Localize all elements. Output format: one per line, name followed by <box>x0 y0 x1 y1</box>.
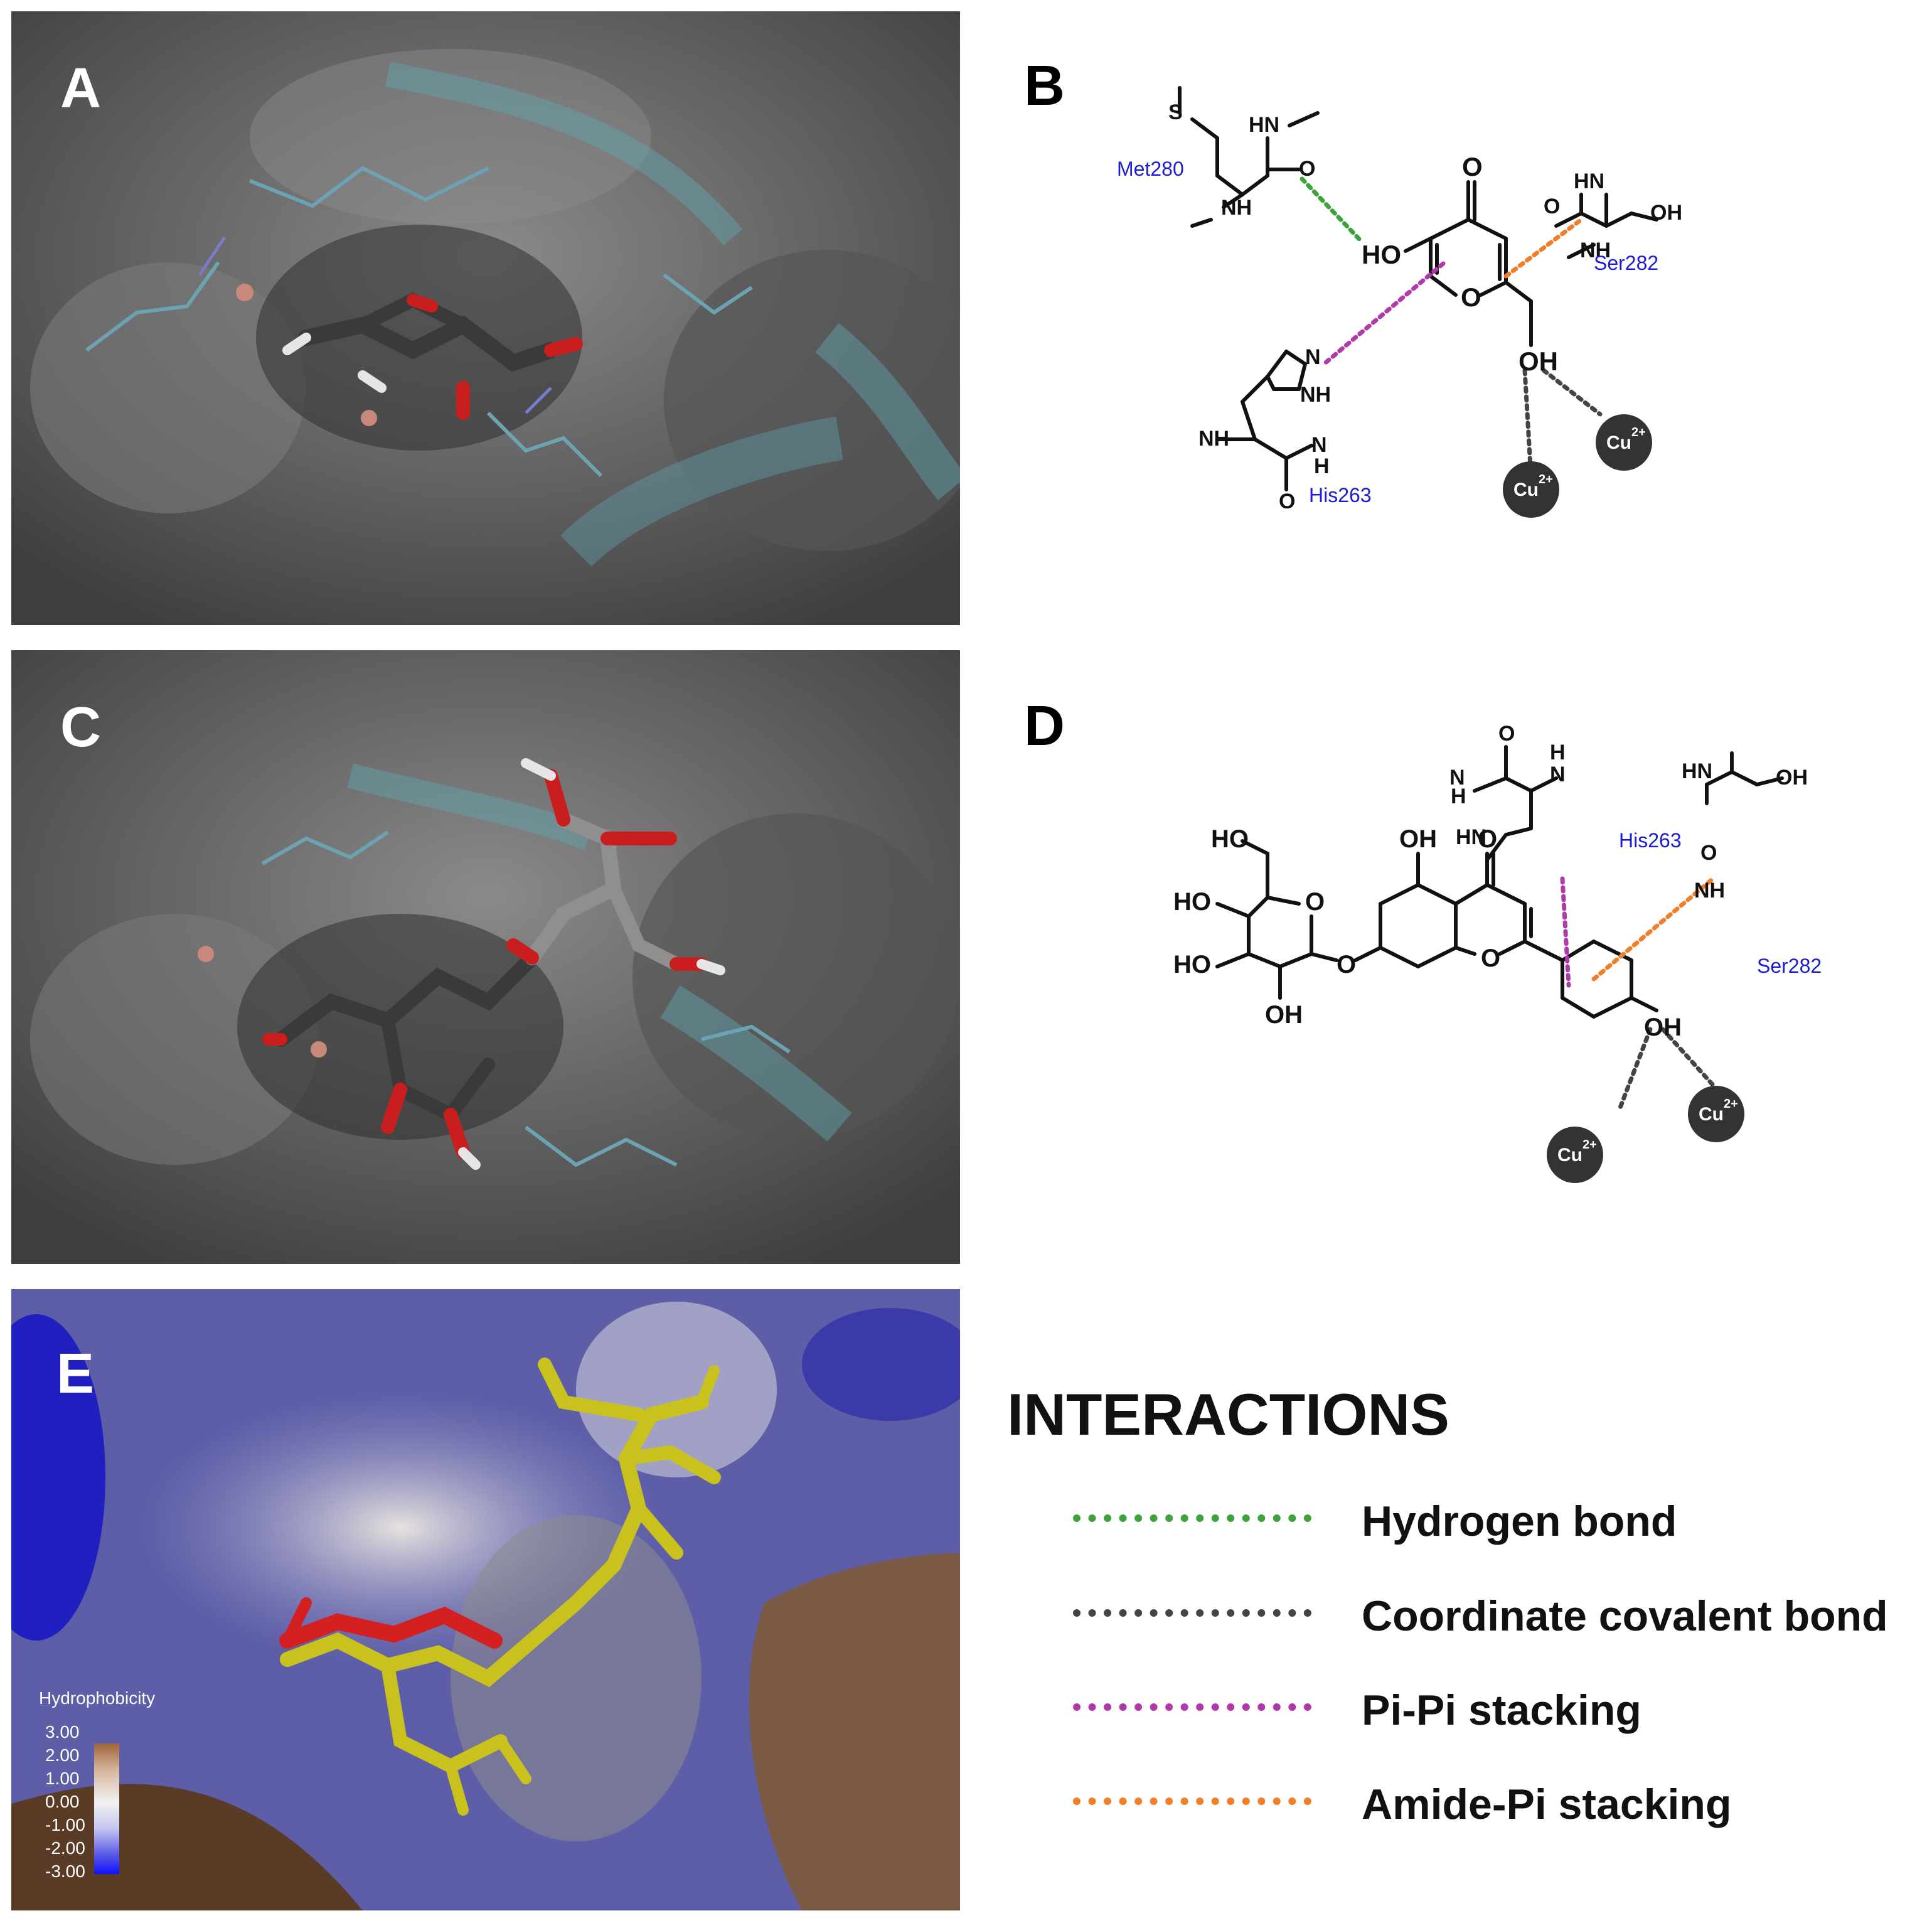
atom-label: NH <box>1694 879 1725 903</box>
atom-label: OH <box>1265 1001 1303 1029</box>
panel-label-e: E <box>56 1342 95 1405</box>
residue-label-ser282: Ser282 <box>1594 252 1658 274</box>
svg-text:2+: 2+ <box>1724 1097 1738 1111</box>
atom-label: HO <box>1173 888 1211 916</box>
cu-ion: Cu 2+ <box>1688 1086 1744 1142</box>
atom-label: NH <box>1221 196 1252 220</box>
svg-text:2+: 2+ <box>1539 473 1553 486</box>
atom-label: OH <box>1776 766 1808 790</box>
atom-label: HN <box>1682 759 1712 783</box>
cu-ion: Cu 2+ <box>1547 1127 1603 1183</box>
legend-label: Pi-Pi stacking <box>1362 1686 1641 1734</box>
svg-text:Cu: Cu <box>1606 432 1631 453</box>
interaction-scheme-b: S HN O NH HO O O OH HN OH O NH N NH NH O… <box>1067 50 1694 540</box>
panel-e-render: E <box>11 1289 960 1910</box>
cu-ion: Cu 2+ <box>1596 414 1652 471</box>
legend-label: Coordinate covalent bond <box>1362 1592 1888 1640</box>
atom-label: N <box>1550 763 1566 786</box>
atom-label: N <box>1449 766 1465 790</box>
svg-text:Cu: Cu <box>1699 1104 1724 1125</box>
panel-label-b: B <box>1024 55 1065 117</box>
atom-label: O <box>1478 825 1497 853</box>
hydrophobicity-tick: 3.00 <box>45 1722 80 1742</box>
svg-text:Cu: Cu <box>1513 479 1539 500</box>
atom-label: OH <box>1644 1014 1682 1041</box>
svg-text:Cu: Cu <box>1557 1145 1582 1165</box>
panel-a-render: A <box>11 11 960 625</box>
atom-label: NH <box>1300 383 1331 407</box>
atom-label: HO <box>1173 951 1211 978</box>
atom-label: O <box>1305 888 1325 916</box>
residue-label-met280: Met280 <box>1117 158 1184 180</box>
atom-label: O <box>1279 490 1295 513</box>
atom-label: O <box>1461 282 1481 312</box>
residue-label-ser282: Ser282 <box>1757 955 1822 977</box>
hydrophobicity-tick: 0.00 <box>45 1792 80 1811</box>
atom-label: S <box>1168 100 1183 124</box>
atom-label: NH <box>1580 238 1611 262</box>
atom-label: N <box>1311 433 1327 457</box>
atom-label: O <box>1498 722 1515 746</box>
atom-label: OH <box>1518 346 1558 376</box>
hydrophobicity-tick: 2.00 <box>45 1745 80 1765</box>
panel-c-surface <box>11 650 960 1264</box>
atom-label: H <box>1314 454 1330 478</box>
panel-c-render: C <box>11 650 960 1264</box>
residue-label-his263: His263 <box>1619 829 1682 852</box>
legend-label: Amide-Pi stacking <box>1362 1781 1732 1828</box>
atom-label: O <box>1544 195 1560 218</box>
panel-label-a: A <box>60 57 101 120</box>
panel-label-d: D <box>1024 695 1065 758</box>
atom-label: OH <box>1399 825 1437 853</box>
hydrophobicity-tick: -1.00 <box>45 1815 85 1835</box>
hydrophobicity-tick: -3.00 <box>45 1861 85 1881</box>
atom-label: HN <box>1574 169 1604 193</box>
atom-label: NH <box>1198 427 1229 451</box>
hydrophobicity-colorbar <box>94 1744 119 1874</box>
panel-label-c: C <box>60 696 101 759</box>
interaction-scheme-d: HO HO HO OH O O OH O O OH O N H H N HN H… <box>1155 709 1845 1192</box>
cu-ion: Cu 2+ <box>1503 461 1559 518</box>
legend-title: INTERACTIONS <box>1007 1381 1449 1447</box>
hydrophobicity-tick: -2.00 <box>45 1838 85 1858</box>
atom-label: O <box>1700 841 1717 865</box>
panel-e-surface <box>11 1289 960 1910</box>
legend-swatch <box>1073 1609 1311 1617</box>
svg-text:2+: 2+ <box>1631 426 1646 439</box>
svg-text:2+: 2+ <box>1582 1138 1597 1152</box>
atom-label: H <box>1451 785 1466 808</box>
atom-label: HN <box>1456 825 1486 849</box>
atom-label: O <box>1337 951 1356 978</box>
atom-label: O <box>1299 157 1315 181</box>
atom-label: HO <box>1362 240 1401 269</box>
atom-label: HO <box>1211 825 1249 853</box>
hydrophobicity-tick: 1.00 <box>45 1769 80 1788</box>
atom-label: N <box>1305 345 1321 369</box>
atom-label: O <box>1462 152 1483 181</box>
atom-label: H <box>1550 741 1566 764</box>
legend-swatch <box>1073 1797 1311 1805</box>
legend-label: Hydrogen bond <box>1362 1497 1677 1545</box>
panel-a-surface <box>11 11 960 625</box>
residue-label-his263: His263 <box>1309 484 1372 506</box>
atom-label: HN <box>1249 113 1279 137</box>
atom-label: OH <box>1650 201 1682 225</box>
atom-label: O <box>1481 945 1500 972</box>
legend-swatch <box>1073 1703 1311 1711</box>
legend-swatch <box>1073 1514 1311 1522</box>
hydrophobicity-title: Hydrophobicity <box>39 1688 156 1708</box>
